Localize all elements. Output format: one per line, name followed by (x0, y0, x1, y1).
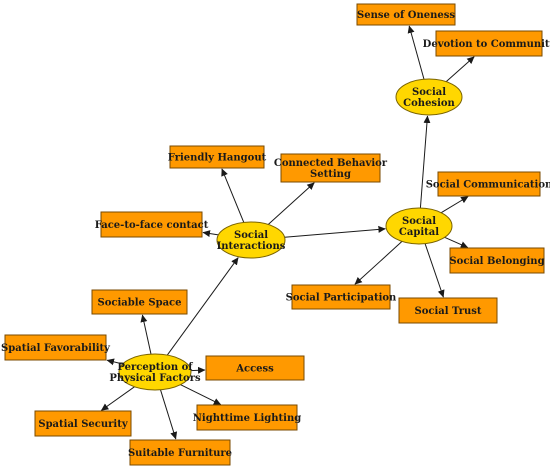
concept-box-friendly-hangout-shape (169, 145, 265, 169)
hub-ellipse-perception-label-line-1: Perception of (117, 362, 193, 373)
arrow-perception-to-access (190, 366, 206, 374)
concept-box-nighttime-lighting-label-line-1: Nighttime Lighting (193, 413, 301, 424)
hub-ellipse-interactions-shape (216, 221, 286, 259)
concept-box-social-communication-shape (437, 171, 541, 197)
hub-ellipse-perception-shape (118, 353, 192, 391)
arrow-capital-to-social-communication (440, 196, 469, 214)
arrow-capital-to-social-trust (424, 243, 445, 298)
concept-box-sociable-space-label-line-1: Sociable Space (97, 298, 181, 309)
concept-box-social-participation-shape (291, 284, 391, 310)
hub-ellipse-interactions-label-line-2: Interactions (217, 241, 286, 252)
concept-box-spatial-security-shape (34, 410, 132, 437)
concept-box-spatial-favorability-label-line-1: Spatial Favorability (1, 343, 111, 354)
concept-box-sense-oneness-shape (356, 3, 456, 26)
arrow-interactions-to-friendly-hangout (221, 168, 245, 223)
hub-ellipse-cohesion-label-line-2: Cohesion (403, 98, 455, 109)
concept-box-sociable-space: Sociable Space (91, 289, 188, 315)
concept-box-access-shape (205, 355, 305, 381)
concept-box-sense-oneness: Sense of Oneness (356, 3, 456, 26)
concept-box-friendly-hangout: Friendly Hangout (168, 145, 267, 169)
concept-box-social-trust-shape (398, 297, 498, 324)
concept-box-access: Access (205, 355, 305, 381)
edges-layer (100, 25, 475, 440)
hub-ellipse-capital-shape (385, 207, 453, 245)
arrow-interactions-to-face-to-face (202, 230, 219, 238)
concept-box-spatial-favorability: Spatial Favorability (1, 334, 111, 361)
concept-box-devotion-shape (435, 30, 543, 57)
hub-ellipse-perception-label-line-2: Physical Factors (109, 373, 201, 384)
concept-box-suitable-furniture: Suitable Furniture (128, 439, 232, 466)
arrow-capital-to-social-participation (354, 241, 403, 285)
concept-box-suitable-furniture-shape (129, 439, 231, 466)
concept-box-social-trust-label-line-1: Social Trust (414, 306, 481, 317)
arrow-interactions-to-connected-behavior (267, 182, 315, 225)
concept-box-face-to-face-shape (100, 211, 203, 238)
concept-box-social-participation: Social Participation (286, 284, 397, 310)
concept-box-spatial-favorability-shape (4, 334, 107, 361)
concept-box-nighttime-lighting: Nighttime Lighting (193, 404, 301, 431)
concept-box-connected-behavior-label-line-2: Setting (310, 169, 351, 180)
concept-box-social-communication-label-line-1: Social Communication (426, 180, 550, 191)
arrow-perception-to-spatial-favorability (106, 358, 123, 366)
concept-box-nighttime-lighting-shape (196, 404, 298, 431)
arrow-perception-to-sociable-space (140, 314, 152, 355)
concept-box-access-label-line-1: Access (235, 364, 274, 375)
concept-box-connected-behavior-label-line-1: Connected Behavior (274, 158, 388, 169)
concept-box-sociable-space-shape (91, 289, 188, 315)
concept-box-face-to-face: Face-to-face contact (95, 211, 209, 238)
arrow-perception-to-interactions (166, 257, 239, 356)
arrow-capital-to-social-belonging (444, 236, 469, 249)
arrow-cohesion-to-devotion (445, 56, 475, 82)
arrow-perception-to-spatial-security (100, 386, 135, 411)
arrow-perception-to-nighttime-lighting (180, 384, 222, 406)
concept-box-sense-oneness-label-line-1: Sense of Oneness (357, 10, 455, 21)
concept-box-friendly-hangout-label-line-1: Friendly Hangout (168, 153, 267, 164)
hub-ellipse-interactions-label-line-1: Social (234, 230, 268, 241)
concept-box-spatial-security: Spatial Security (34, 410, 132, 437)
arrow-capital-to-cohesion (419, 115, 431, 209)
arrow-interactions-to-capital (284, 225, 386, 238)
concept-box-social-belonging-shape (449, 247, 545, 274)
concept-box-devotion: Devotion to Community (423, 30, 550, 57)
hub-ellipse-capital-label-line-1: Social (402, 216, 436, 227)
concept-box-suitable-furniture-label-line-1: Suitable Furniture (128, 448, 232, 459)
arrow-perception-to-suitable-furniture (160, 389, 178, 440)
concept-box-social-participation-label-line-1: Social Participation (286, 293, 397, 304)
concept-box-social-belonging-label-line-1: Social Belonging (449, 256, 544, 267)
concept-box-connected-behavior-shape (280, 153, 381, 183)
arrow-cohesion-to-sense-oneness (407, 25, 425, 80)
hub-ellipse-cohesion-label-line-1: Social (412, 87, 446, 98)
hub-ellipse-capital-label-line-2: Capital (399, 227, 439, 238)
concept-box-social-belonging: Social Belonging (449, 247, 545, 274)
concept-box-devotion-label-line-1: Devotion to Community (423, 39, 550, 50)
concept-box-face-to-face-label-line-1: Face-to-face contact (95, 220, 209, 231)
concept-box-social-communication: Social Communication (426, 171, 550, 197)
concept-box-social-trust: Social Trust (398, 297, 498, 324)
concept-box-spatial-security-label-line-1: Spatial Security (38, 419, 129, 430)
hub-ellipse-cohesion-shape (395, 78, 463, 116)
